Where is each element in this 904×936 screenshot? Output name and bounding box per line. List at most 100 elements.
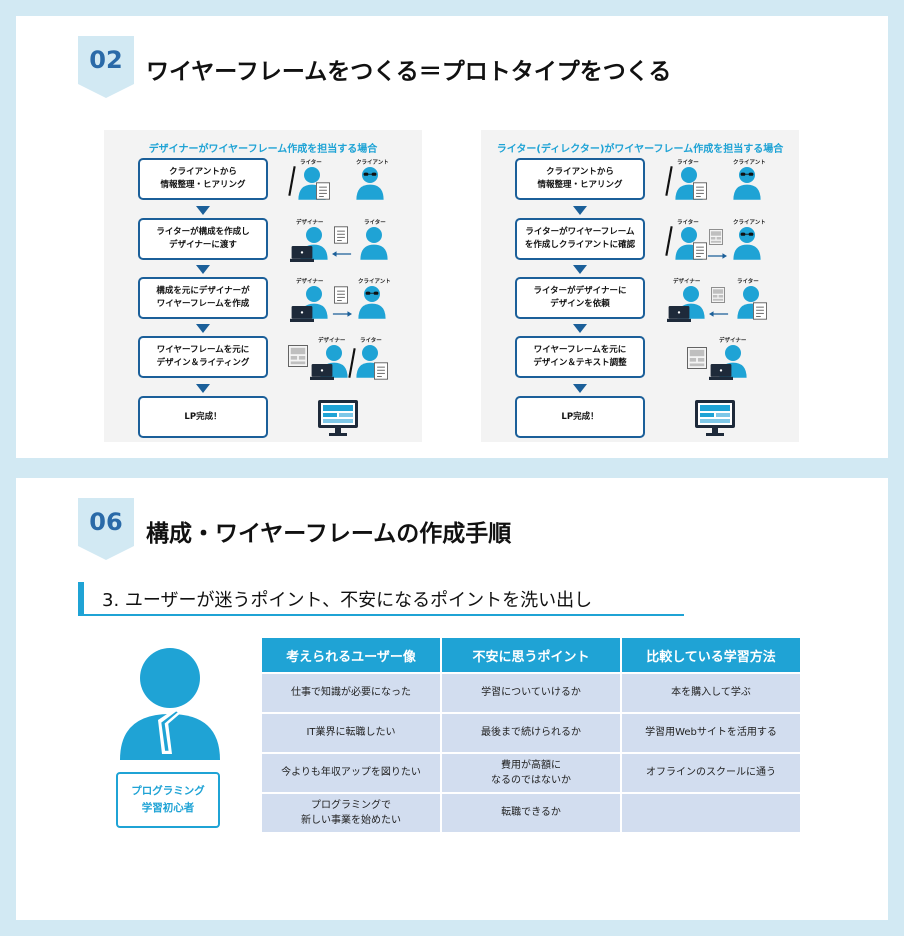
user-persona-label: プログラミング 学習初心者 — [116, 772, 220, 828]
table-cell — [622, 794, 800, 832]
section-number-badge: 06 — [78, 498, 134, 562]
flow-step-2: ライターが構成を作成し デザイナーに渡す — [138, 218, 268, 260]
role-label: ライター — [677, 220, 699, 226]
client-person-icon — [731, 166, 763, 200]
client-person-icon — [356, 285, 388, 319]
wireframe-icon — [288, 344, 308, 368]
flow-arrow-icon — [573, 324, 587, 333]
flow-diagram-designer: デザイナーがワイヤーフレーム作成を担当する場合 クライアントから 情報整理・ヒア… — [104, 130, 422, 442]
role-label: ライター — [737, 279, 759, 285]
table-row: 仕事で知識が必要になった 学習についていけるか 本を購入して学ぶ — [262, 674, 800, 712]
table-cell: 学習用Webサイトを活用する — [622, 714, 800, 752]
thinking-person-icon — [120, 648, 220, 760]
table-row: プログラミングで 新しい事業を始めたい 転職できるか — [262, 794, 800, 832]
flow-step-1: クライアントから 情報整理・ヒアリング — [515, 158, 645, 200]
flow-arrow-icon — [196, 324, 210, 333]
section-number-badge: 02 — [78, 36, 134, 100]
sub-heading: 3. ユーザーが迷うポイント、不安になるポイントを洗い出し — [78, 580, 684, 616]
document-icon — [316, 182, 330, 200]
role-label: クライアント — [733, 220, 766, 226]
role-label: ライター — [677, 160, 699, 166]
laptop-icon — [310, 364, 334, 380]
table-row: 今よりも年収アップを図りたい 費用が高額に なるのではないか オフラインのスクー… — [262, 754, 800, 792]
flow-arrow-icon — [573, 265, 587, 274]
table-cell: 転職できるか — [442, 794, 620, 832]
flow-diagram-writer: ライター(ディレクター)がワイヤーフレーム作成を担当する場合 クライアントから … — [481, 130, 799, 442]
table-header: 考えられるユーザー像 — [262, 638, 440, 672]
flow-step-3: 構成を元にデザイナーが ワイヤーフレームを作成 — [138, 277, 268, 319]
wireframe-icon — [711, 286, 725, 304]
table-cell: 最後まで続けられるか — [442, 714, 620, 752]
laptop-icon — [290, 246, 314, 262]
document-icon — [693, 242, 707, 260]
flow-step-4: ワイヤーフレームを元に デザイン＆ライティング — [138, 336, 268, 378]
user-analysis-table: 考えられるユーザー像 不安に思うポイント 比較している学習方法 仕事で知識が必要… — [260, 636, 802, 834]
flow-step-2: ライターがワイヤーフレーム を作成しクライアントに確認 — [515, 218, 645, 260]
role-label: デザイナー — [296, 279, 324, 285]
flow-step-1: クライアントから 情報整理・ヒアリング — [138, 158, 268, 200]
badge-pointer — [78, 84, 134, 98]
writer-person-icon — [358, 226, 390, 260]
flow-arrow-icon — [573, 384, 587, 393]
table-cell: 仕事で知識が必要になった — [262, 674, 440, 712]
panel-title: デザイナーがワイヤーフレーム作成を担当する場合 — [148, 144, 378, 155]
table-cell: 今よりも年収アップを図りたい — [262, 754, 440, 792]
panel-title: ライター(ディレクター)がワイヤーフレーム作成を担当する場合 — [496, 144, 784, 155]
table-cell: 学習についていけるか — [442, 674, 620, 712]
laptop-icon — [290, 306, 314, 322]
wireframe-icon — [687, 346, 707, 370]
flow-step-3: ライターがデザイナーに デザインを依頼 — [515, 277, 645, 319]
table-cell: オフラインのスクールに通う — [622, 754, 800, 792]
role-label: デザイナー — [673, 279, 701, 285]
pen-icon — [348, 348, 356, 378]
pen-icon — [665, 166, 673, 196]
role-label: デザイナー — [318, 338, 346, 344]
document-icon — [334, 226, 348, 244]
role-label: クライアント — [358, 279, 391, 285]
section-title: ワイヤーフレームをつくる＝プロトタイプをつくる — [146, 59, 672, 85]
document-icon — [334, 286, 348, 304]
table-row: IT業界に転職したい 最後まで続けられるか 学習用Webサイトを活用する — [262, 714, 800, 752]
role-label: ライター — [300, 160, 322, 166]
flow-arrow-icon — [573, 206, 587, 215]
document-icon — [374, 362, 388, 380]
section-card-06: 06 構成・ワイヤーフレームの作成手順 3. ユーザーが迷うポイント、不安になる… — [16, 478, 888, 920]
sub-heading-bar — [78, 582, 84, 614]
flow-step-4: ワイヤーフレームを元に デザイン＆テキスト調整 — [515, 336, 645, 378]
role-label: デザイナー — [719, 338, 747, 344]
monitor-icon — [318, 400, 358, 436]
role-label: ライター — [360, 338, 382, 344]
table-cell: プログラミングで 新しい事業を始めたい — [262, 794, 440, 832]
client-person-icon — [354, 166, 386, 200]
badge-pointer — [78, 546, 134, 560]
flow-arrow-icon — [196, 206, 210, 215]
flow-step-5: LP完成！ — [138, 396, 268, 438]
arrow-right-icon — [332, 310, 352, 318]
document-icon — [693, 182, 707, 200]
role-label: デザイナー — [296, 220, 324, 226]
client-person-icon — [731, 226, 763, 260]
wireframe-icon — [709, 228, 723, 246]
section-title: 構成・ワイヤーフレームの作成手順 — [146, 521, 512, 547]
section-number: 02 — [78, 36, 134, 84]
arrow-left-icon — [332, 250, 352, 258]
flow-arrow-icon — [196, 265, 210, 274]
section-number: 06 — [78, 498, 134, 546]
laptop-icon — [667, 306, 691, 322]
monitor-icon — [695, 400, 735, 436]
table-cell: IT業界に転職したい — [262, 714, 440, 752]
arrow-left-icon — [709, 310, 729, 318]
pen-icon — [665, 226, 673, 256]
table-cell: 本を購入して学ぶ — [622, 674, 800, 712]
section-card-02: 02 ワイヤーフレームをつくる＝プロトタイプをつくる デザイナーがワイヤーフレー… — [16, 16, 888, 458]
flow-step-5: LP完成！ — [515, 396, 645, 438]
laptop-icon — [709, 364, 733, 380]
role-label: ライター — [364, 220, 386, 226]
table-cell: 費用が高額に なるのではないか — [442, 754, 620, 792]
pen-icon — [288, 166, 296, 196]
role-label: クライアント — [733, 160, 766, 166]
role-label: クライアント — [356, 160, 389, 166]
flow-arrow-icon — [196, 384, 210, 393]
document-icon — [753, 302, 767, 320]
table-header-row: 考えられるユーザー像 不安に思うポイント 比較している学習方法 — [262, 638, 800, 672]
